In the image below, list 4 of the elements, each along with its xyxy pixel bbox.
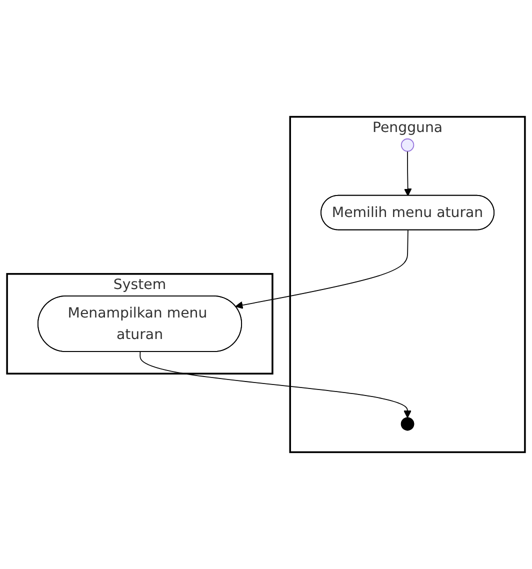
- arrow: [235, 230, 408, 309]
- arrow: [404, 150, 412, 196]
- arrow: [140, 352, 412, 418]
- node-circle: [400, 138, 414, 152]
